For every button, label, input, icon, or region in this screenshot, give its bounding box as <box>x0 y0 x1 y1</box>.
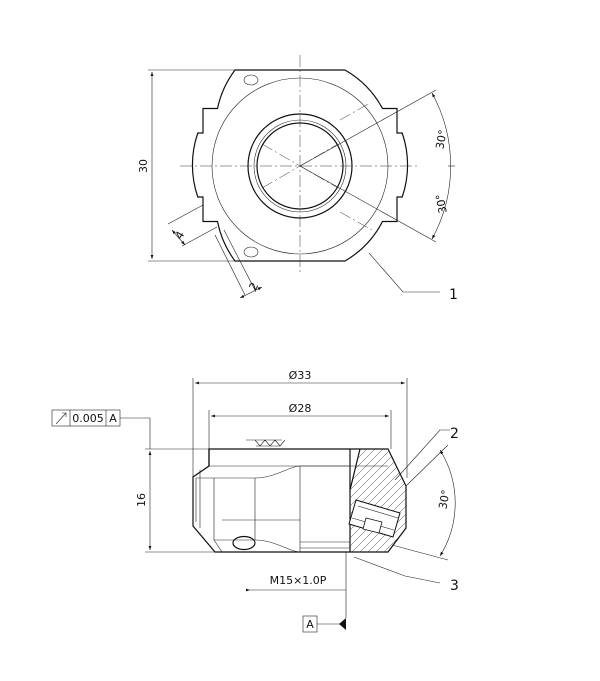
part-callout-2: 2 <box>450 426 459 442</box>
datum-triangle-icon <box>339 618 346 630</box>
runout-arrow-icon <box>55 412 67 425</box>
side-view: Ø33 Ø28 0.005 A 16 <box>51 369 459 633</box>
top-angle-lower-label: 30° <box>433 193 449 214</box>
part-callout-3: 3 <box>450 578 459 594</box>
nut-body-outline <box>192 448 407 553</box>
set-screw <box>348 499 401 538</box>
datum-a-symbol: A <box>302 615 346 633</box>
outer-diameter-dim: Ø33 <box>289 369 312 382</box>
top-angle-arc <box>431 92 451 240</box>
top-slot-width-dim: 4 <box>173 229 188 242</box>
side-height-dim: 16 <box>135 493 148 507</box>
side-angle-arc <box>439 449 456 557</box>
runout-tolerance-frame: 0.005 A <box>51 409 151 449</box>
top-hole-upper <box>243 74 259 86</box>
top-height-dim: 30 <box>137 159 150 173</box>
top-slot-depth-dim: 2 <box>247 280 262 292</box>
inner-diameter-dim: Ø28 <box>289 402 312 415</box>
runout-tolerance-value: 0.005 <box>72 412 104 425</box>
thread-spec-dim: M15×1.0P <box>270 574 327 587</box>
runout-datum-ref: A <box>109 412 117 425</box>
datum-label: A <box>306 618 314 631</box>
side-angle-label: 30° <box>436 489 452 510</box>
side-view-hole <box>232 535 256 551</box>
top-angle-upper-label: 30° <box>433 129 449 150</box>
part-callout-1: 1 <box>449 287 458 303</box>
top-hole-lower <box>243 246 259 258</box>
surface-finish-icon <box>246 439 286 447</box>
section-hatch <box>350 449 406 552</box>
top-view: 30° 30° 30 4 2 1 <box>137 55 458 303</box>
top-view-outer-contour <box>191 69 409 262</box>
